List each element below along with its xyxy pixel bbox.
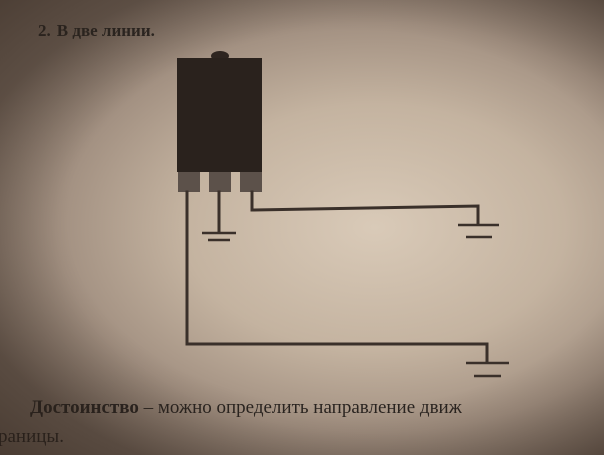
terminal-right: [240, 172, 262, 192]
terminal-left: [178, 172, 200, 192]
advantage-caption: Достоинство – можно определить направлен…: [30, 397, 462, 419]
caption-term: Достоинство: [30, 397, 139, 418]
wire-left-to-ground: [185, 190, 489, 364]
ground-icon: [202, 231, 236, 242]
component-body: [177, 58, 262, 172]
ground-icon: [466, 361, 509, 378]
wire-right-to-ground: [250, 190, 480, 226]
caption-text: можно определить направление движ: [157, 397, 462, 418]
ground-icon: [458, 223, 499, 239]
caption-continuation: раницы.: [0, 426, 64, 447]
caption-dash: –: [138, 397, 158, 418]
three-terminal-component-icon: [177, 51, 262, 192]
terminal-middle: [209, 172, 231, 192]
